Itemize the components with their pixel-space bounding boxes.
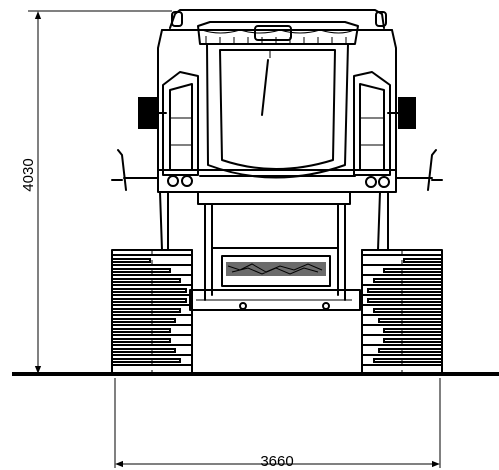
width-dimension-label: 3660 (260, 453, 293, 470)
chassis (159, 191, 389, 311)
right-mirror (387, 97, 416, 129)
grille (221, 255, 331, 287)
windshield (197, 21, 359, 179)
right-tire (361, 249, 443, 375)
height-dimension: 4030 (20, 10, 172, 374)
height-dimension-label: 4030 (20, 158, 37, 191)
cab-frame (157, 29, 397, 176)
width-dimension: 3660 (114, 378, 441, 470)
combine-harvester (111, 9, 443, 375)
front-beam (111, 149, 443, 193)
right-ladder (353, 71, 391, 176)
left-mirror (138, 97, 167, 129)
left-ladder (162, 71, 199, 176)
left-tire (111, 249, 193, 375)
